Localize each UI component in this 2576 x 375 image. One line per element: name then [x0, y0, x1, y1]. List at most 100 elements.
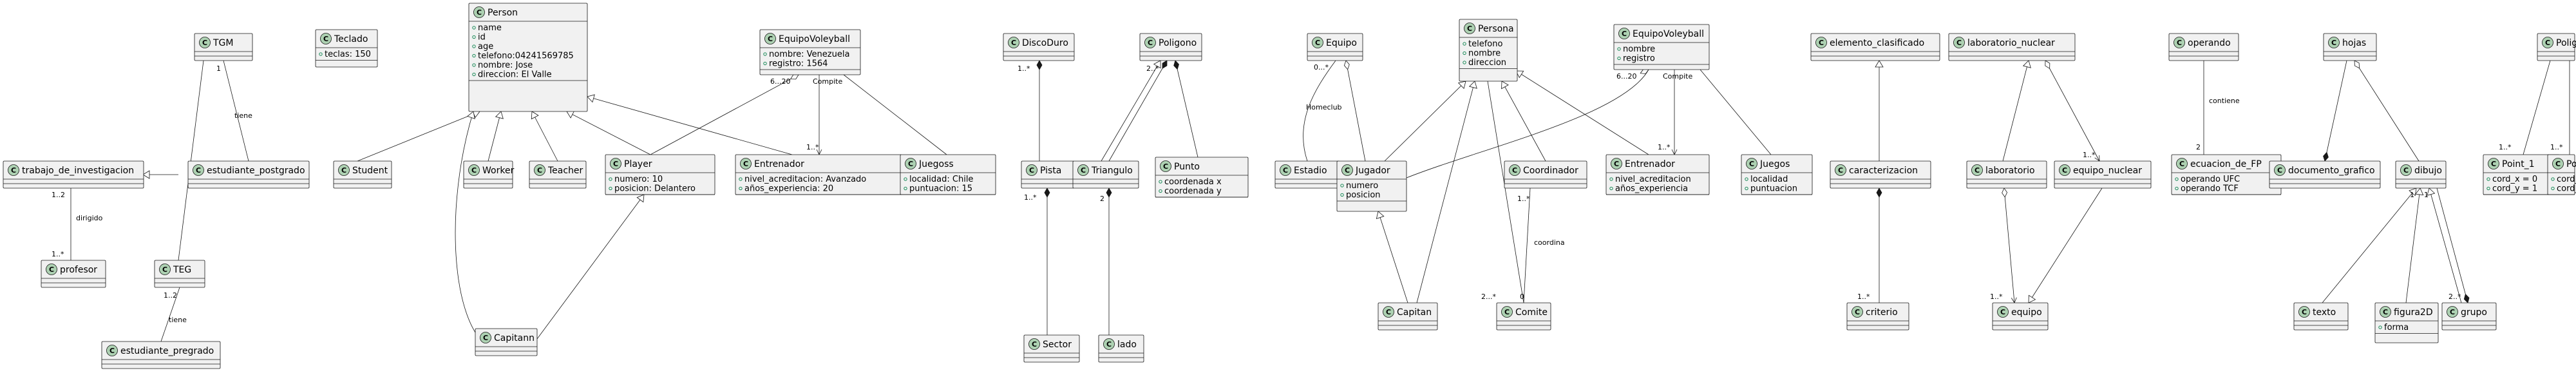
class-name: equipo_nuclear [2073, 166, 2142, 176]
class-name: Person [488, 8, 518, 18]
svg-text:C: C [1283, 166, 1288, 175]
class-c-icon: C [1077, 164, 1089, 176]
class-name: TGM [213, 38, 233, 48]
class-attribute: id [478, 33, 486, 43]
public-attribute-icon [2551, 186, 2555, 191]
public-attribute-icon [472, 72, 476, 77]
svg-text:C: C [2179, 160, 2184, 168]
class-name: Worker [482, 166, 515, 176]
class-name: laboratorio [1985, 166, 2035, 176]
generalization-arrow [566, 110, 575, 119]
class-c-icon: C [2488, 158, 2499, 169]
relation-label: Homeclub [1306, 103, 1342, 111]
relation-line [2405, 188, 2421, 303]
class-c-icon: C [1852, 306, 1863, 318]
class-name: Triangulo [1091, 166, 1133, 176]
relation-label: 2 [2196, 143, 2201, 151]
relation-line [1406, 69, 1649, 178]
class-name: Entrenador [1625, 159, 1675, 169]
relation-line [2354, 60, 2420, 162]
relation-label: 1..* [1857, 293, 1870, 301]
class-attribute: name [478, 23, 502, 33]
public-attribute-icon [1745, 177, 1748, 181]
relation-line [488, 111, 502, 162]
class-attribute: operando UFC [2181, 175, 2240, 184]
class-name: Pista [1040, 166, 1061, 176]
svg-text:C: C [1163, 162, 1168, 171]
class-c-icon: C [1815, 37, 1827, 48]
relation-line [1515, 70, 1649, 155]
relation-line [223, 60, 249, 162]
class-c-icon: C [1509, 164, 1520, 176]
relation-label: 1..* [1024, 193, 1037, 202]
class-name: hojas [2342, 38, 2366, 48]
relation-line [2028, 188, 2103, 303]
public-attribute-icon [1617, 47, 1621, 51]
class-name: Player [624, 159, 652, 169]
class-name: Comite [1515, 307, 1548, 318]
svg-text:C: C [1032, 340, 1037, 349]
relation-line [1108, 60, 1168, 162]
public-attribute-icon [472, 44, 476, 48]
class-c-icon: C [8, 164, 19, 176]
relation-label: tiene [169, 316, 187, 324]
class-c-icon: C [480, 332, 491, 343]
class-c-icon: C [1746, 158, 1757, 169]
class-attribute: direccion [1468, 58, 1506, 68]
public-attribute-icon [472, 35, 476, 39]
relation-line [2436, 188, 2468, 303]
relation-label: 2..* [2448, 293, 2461, 301]
